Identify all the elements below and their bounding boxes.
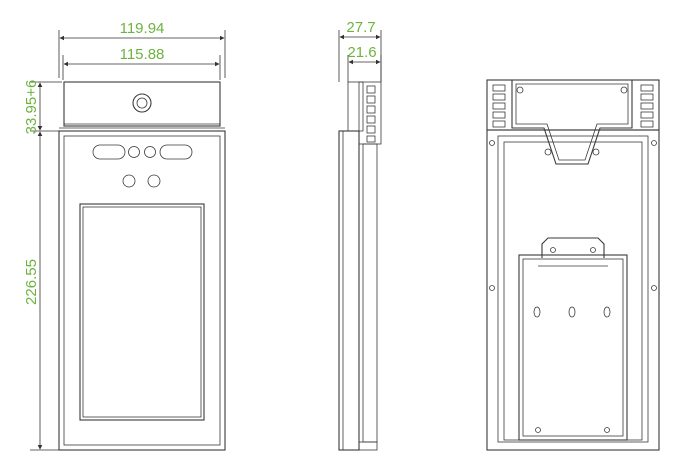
side-inner-depth-label: 21.6 (347, 44, 376, 61)
body-height-label: 226.55 (23, 259, 40, 305)
upper-mounting-bracket (489, 79, 657, 165)
display-screen (79, 203, 205, 421)
front-inner-width-label: 115.88 (120, 46, 165, 63)
front-height-dimensions: 33.95+6 226.55 (23, 80, 62, 451)
device-body (58, 130, 226, 451)
front-inner-width-dimension: 115.88 (62, 46, 221, 80)
front-outer-width-dimension: 119.94 (58, 20, 226, 78)
side-view: 27.7 21.6 (338, 19, 382, 451)
back-top-housing (486, 79, 660, 131)
back-view (486, 79, 660, 451)
side-outer-depth-label: 27.7 (346, 19, 375, 36)
side-inner-depth-dimension: 21.6 (347, 44, 382, 82)
lower-mount-plate (518, 237, 628, 441)
back-body (486, 129, 660, 451)
sensor-array (92, 144, 193, 188)
camera-housing (59, 81, 225, 132)
front-view: 119.94 115.88 33.95+6 226.55 (23, 20, 226, 451)
side-screws (489, 285, 657, 291)
side-profile (338, 81, 382, 451)
front-outer-width-label: 119.94 (120, 20, 165, 37)
top-band-height-label: 33.95+6 (23, 80, 40, 135)
